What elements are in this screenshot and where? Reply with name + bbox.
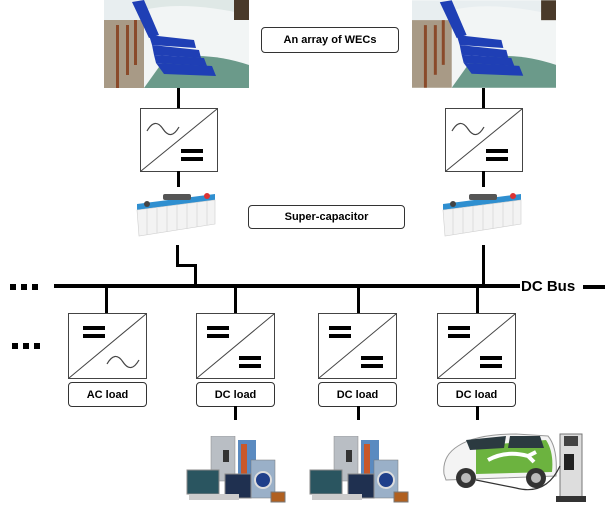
wire-label-device-2 — [234, 406, 237, 420]
dc-bus-line-tail — [583, 285, 605, 289]
wire-label-device-3 — [357, 406, 360, 420]
wire-cap-bus-left-c — [194, 264, 197, 286]
acdc-converter-left — [140, 108, 218, 172]
dc-equals-icon — [480, 356, 502, 360]
wec-array-photo-left — [104, 0, 249, 88]
dc-equals-icon — [181, 149, 203, 153]
wire-wec-left — [177, 88, 180, 108]
wire-conv-cap-right — [482, 171, 485, 187]
wec-array-label: An array of WECs — [261, 27, 399, 53]
bus-continuation-dots-top — [10, 284, 38, 290]
wire-label-device-4 — [476, 406, 479, 420]
acdc-converter-right — [445, 108, 523, 172]
dc-equals-icon — [329, 326, 351, 330]
home-appliances-image-1 — [183, 435, 288, 504]
dcac-converter-load-1 — [68, 313, 147, 379]
dc-equals-icon — [361, 356, 383, 360]
wec-array-photo-right — [412, 0, 556, 88]
load-label-4: DC load — [437, 382, 516, 407]
wire-bus-load-2 — [234, 288, 237, 313]
wire-bus-load-3 — [357, 288, 360, 313]
super-capacitor-left — [135, 188, 220, 240]
dc-equals-icon — [448, 326, 470, 330]
super-capacitor-right — [441, 188, 526, 240]
dc-bus-line — [54, 284, 520, 288]
dc-equals-icon — [207, 326, 229, 330]
wire-bus-load-1 — [105, 288, 108, 313]
bus-continuation-dots-bottom — [12, 343, 40, 349]
ac-sine-icon — [146, 122, 180, 136]
dcdc-converter-load-2 — [196, 313, 275, 379]
wire-cap-bus-right — [482, 245, 485, 286]
dc-equals-icon — [239, 356, 261, 360]
load-label-2: DC load — [196, 382, 275, 407]
wire-cap-bus-left-a — [176, 245, 179, 266]
home-appliances-image-2 — [306, 435, 411, 504]
wire-conv-cap-left — [177, 171, 180, 187]
wire-cap-bus-left-b — [176, 264, 196, 267]
electric-vehicle-charging-image — [436, 426, 596, 504]
super-capacitor-label: Super-capacitor — [248, 205, 405, 229]
dcdc-converter-load-3 — [318, 313, 397, 379]
ac-sine-icon — [106, 355, 140, 369]
dc-bus-label: DC Bus — [521, 278, 576, 295]
load-label-1: AC load — [68, 382, 147, 407]
dc-equals-icon — [83, 326, 105, 330]
dcdc-converter-load-4 — [437, 313, 516, 379]
wire-wec-right — [482, 88, 485, 108]
ac-sine-icon — [451, 122, 485, 136]
load-label-3: DC load — [318, 382, 397, 407]
wire-bus-load-4 — [476, 288, 479, 313]
dc-equals-icon — [486, 149, 508, 153]
